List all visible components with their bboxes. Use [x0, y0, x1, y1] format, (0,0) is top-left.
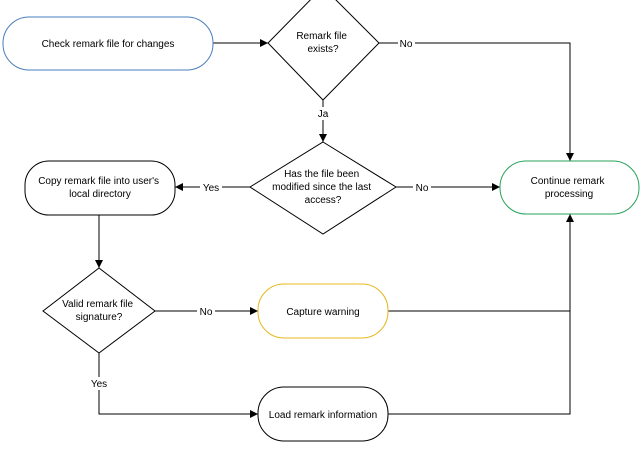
connectors: [95, 39, 574, 418]
edge-load-to-continue: [388, 214, 574, 415]
edge-label-modified-no: No: [416, 183, 429, 194]
node-label: Remark file exists?: [296, 31, 349, 55]
node-shape: [2, 16, 214, 71]
node-shape: [257, 283, 389, 339]
node-remark-file-exists: Remark file exists?: [267, 0, 380, 101]
node-shape: [499, 160, 640, 215]
edge-exists-no-to-continue: [379, 42, 574, 161]
edge-labels: No Ja Yes No No Yes: [88, 36, 431, 390]
node-shape: [24, 160, 176, 216]
node-capture-warning: Capture warning: [257, 283, 389, 339]
node-file-modified: Has the file been modified since the las…: [249, 141, 397, 235]
edge-label-modified-yes: Yes: [203, 183, 219, 194]
edge-label-valid-no: No: [200, 307, 213, 318]
node-label: Load remark information: [269, 410, 377, 421]
edge-valid-yes-to-load: [98, 353, 258, 418]
node-label: Has the file been modified since the las…: [272, 169, 374, 206]
node-label: Check remark file for changes: [42, 39, 175, 50]
decision-shape: [249, 141, 397, 235]
edge-label-exists-no: No: [400, 39, 413, 50]
node-continue-remark-processing: Continue remark processing: [499, 160, 640, 215]
node-label: Copy remark file into user's local direc…: [38, 176, 162, 200]
node-label: Continue remark processing: [531, 176, 608, 200]
decision-shape: [42, 267, 156, 354]
node-check-remark-file: Check remark file for changes: [2, 16, 214, 71]
node-valid-signature: Valid remark file signature?: [42, 267, 156, 354]
decision-shape: [267, 0, 380, 101]
node-copy-remark-file: Copy remark file into user's local direc…: [24, 160, 176, 216]
node-shape: [257, 386, 389, 442]
node-label: Valid remark file signature?: [62, 299, 136, 323]
edge-label-valid-yes: Yes: [91, 379, 107, 390]
edge-label-exists-ja: Ja: [318, 109, 329, 120]
node-label: Capture warning: [286, 307, 359, 318]
node-load-remark-information: Load remark information: [257, 386, 389, 442]
